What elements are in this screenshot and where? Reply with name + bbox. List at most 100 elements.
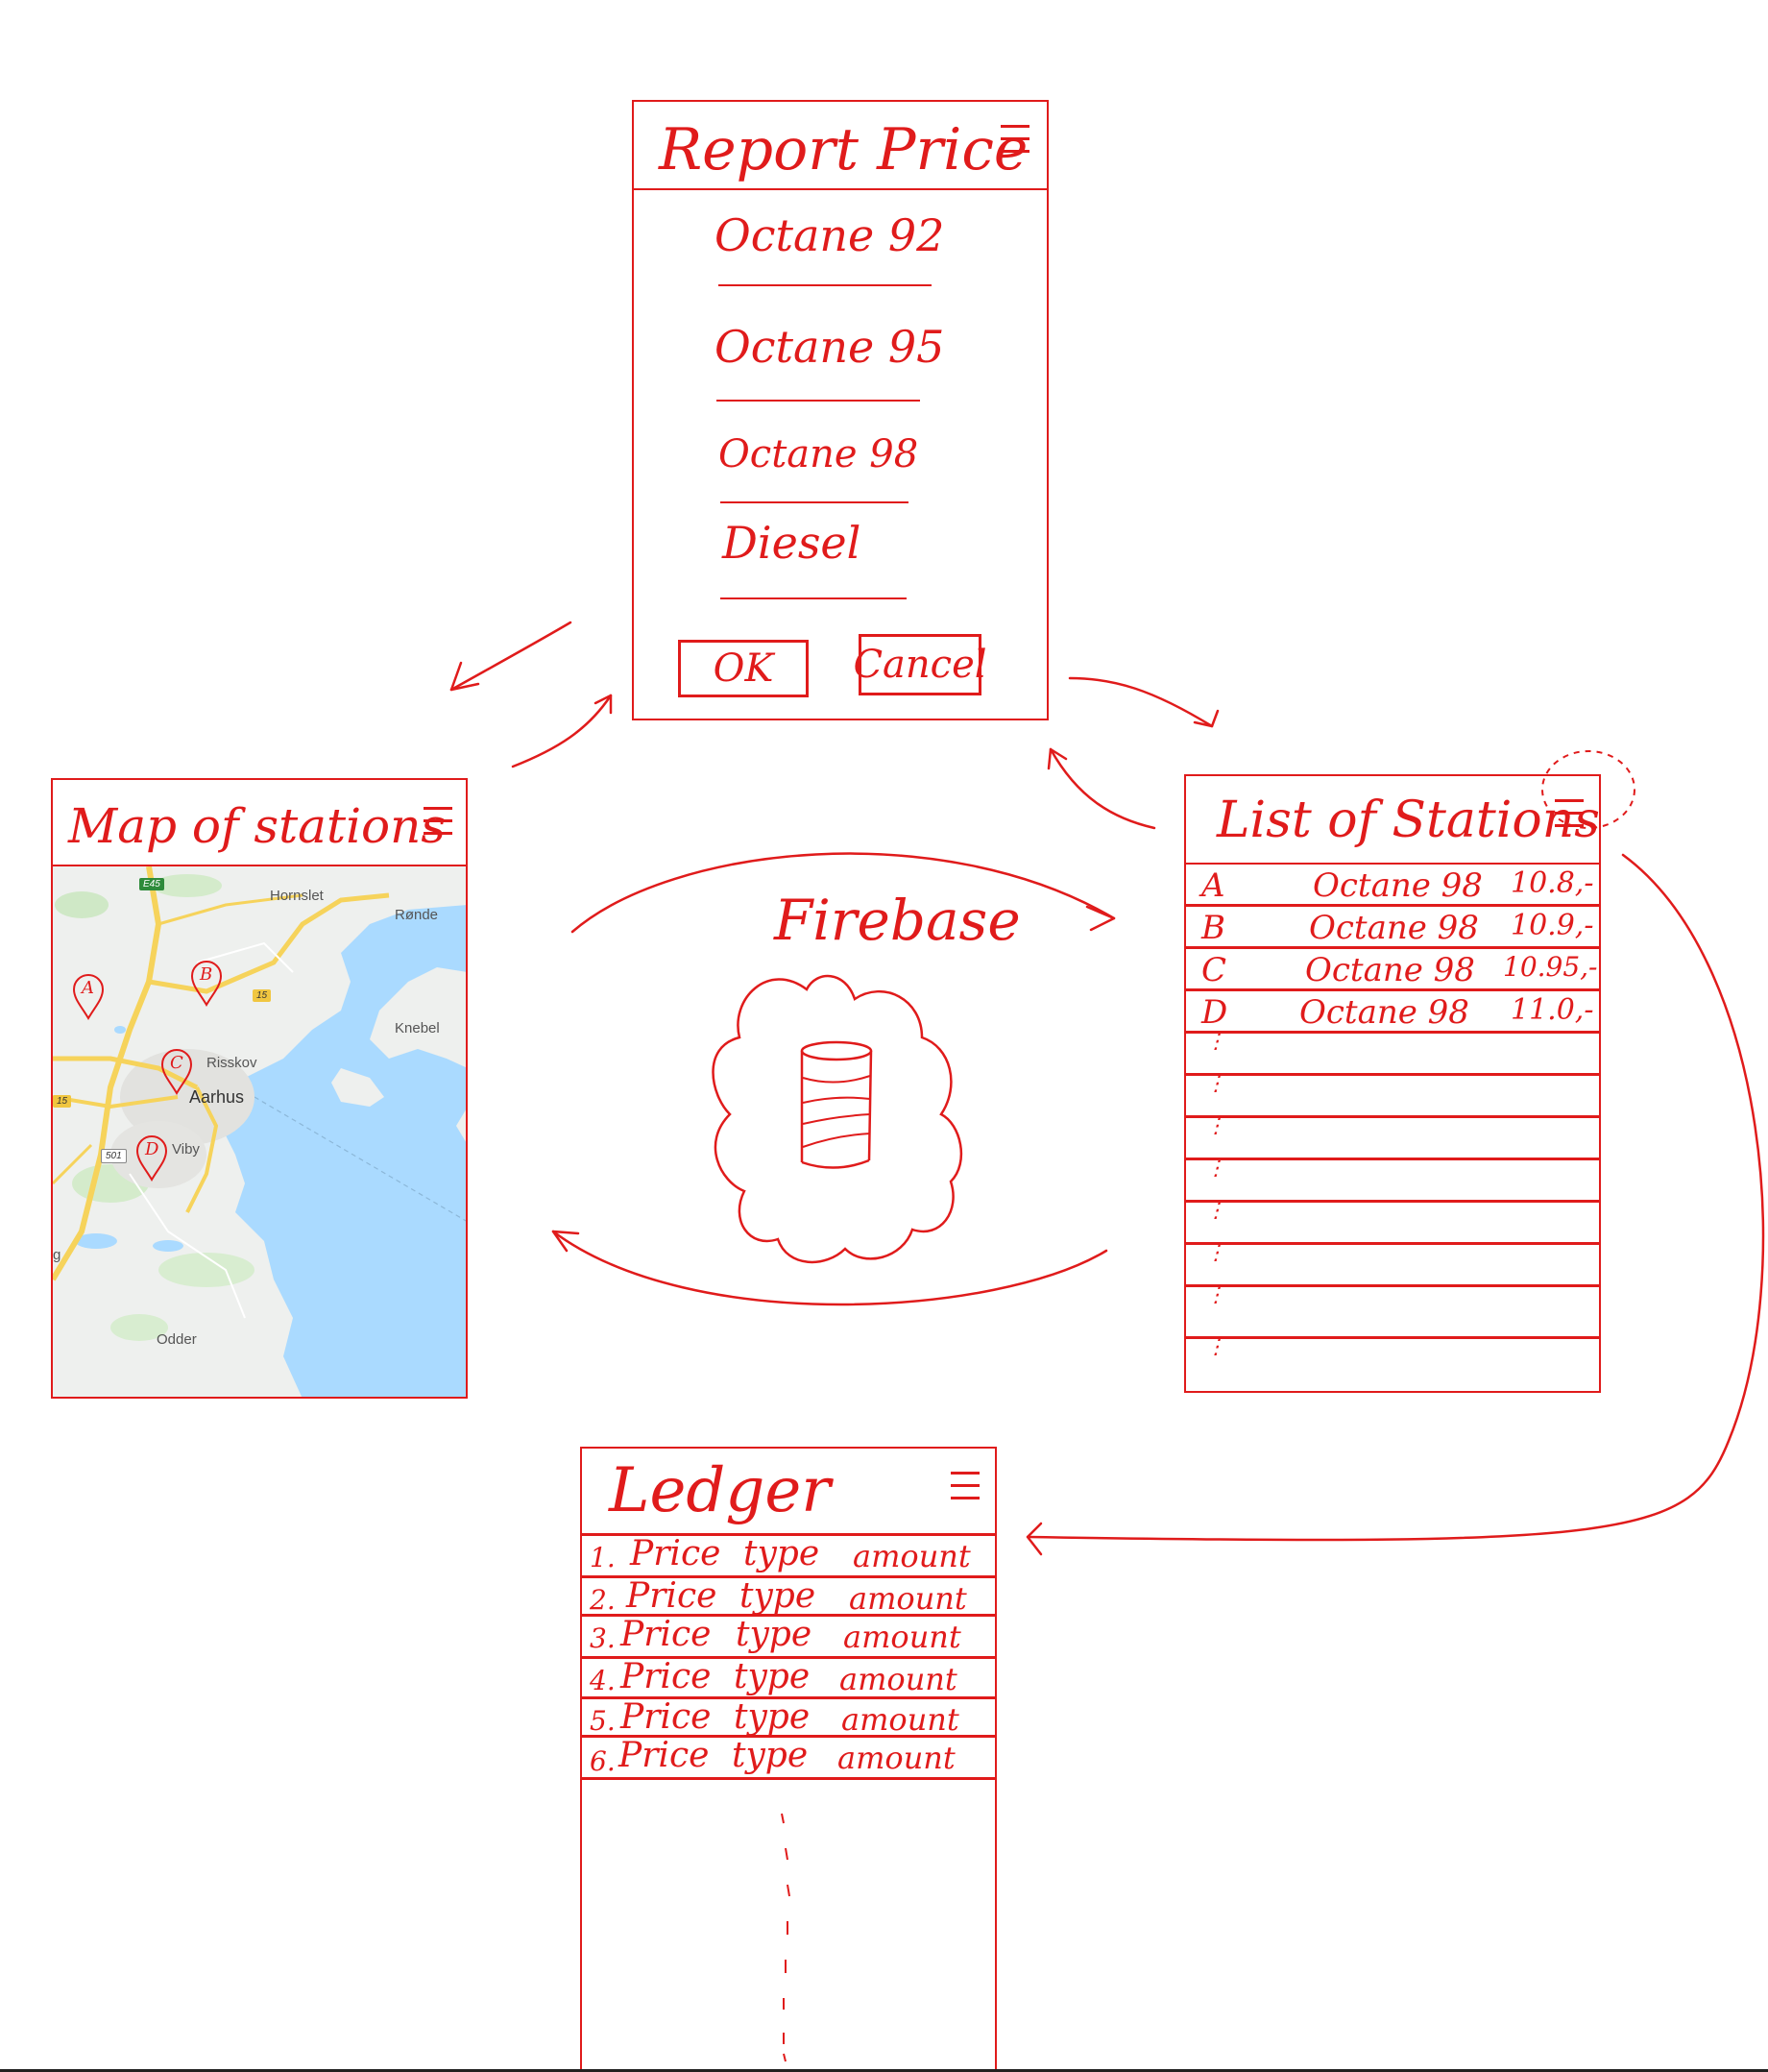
empty-station-row[interactable]: ⋮	[1186, 1157, 1599, 1203]
ledger-row-number: 5.	[590, 1705, 616, 1737]
marker-pin-icon	[160, 1049, 193, 1095]
marker-label: C	[170, 1053, 183, 1073]
menu-icon[interactable]	[1555, 797, 1584, 830]
empty-station-row[interactable]: ⋮	[1186, 1114, 1599, 1160]
station-price: 10.95,-	[1503, 951, 1598, 983]
ledger-row-type: type	[732, 1736, 809, 1775]
place-risskov: Risskov	[206, 1055, 257, 1071]
ledger-row[interactable]: 5. Price type amount	[582, 1697, 995, 1738]
station-id: C	[1201, 951, 1227, 989]
road-badge-e45: E45	[139, 878, 164, 890]
station-price: 11.0,-	[1511, 993, 1594, 1027]
ledger-row[interactable]: 3. Price type amount	[582, 1615, 995, 1659]
header-divider	[53, 865, 466, 866]
ledger-row-price: Price	[620, 1615, 712, 1654]
octane-92-input[interactable]	[718, 284, 932, 286]
ledger-row-amount: amount	[841, 1701, 959, 1738]
empty-station-row[interactable]: ⋮	[1186, 1335, 1599, 1393]
map-marker-d[interactable]: D	[135, 1135, 168, 1182]
map-canvas	[53, 866, 466, 1397]
place-aarhus: Aarhus	[189, 1087, 245, 1107]
ledger-screen: Ledger 1. Price type amount 2. Price typ…	[580, 1447, 997, 2072]
octane-95-label: Octane 95	[714, 321, 945, 373]
ledger-row-amount: amount	[853, 1538, 971, 1574]
empty-station-row[interactable]: ⋮	[1186, 1241, 1599, 1287]
station-price: 10.9,-	[1511, 909, 1594, 942]
page-bottom-border	[0, 2069, 1768, 2072]
octane-98-label: Octane 98	[718, 432, 919, 476]
empty-station-row[interactable]: ⋮	[1186, 1199, 1599, 1245]
ledger-row-number: 3.	[590, 1622, 616, 1654]
station-fuel: Octane 98	[1305, 951, 1475, 989]
ellipsis-icon: ⋮	[1205, 1114, 1226, 1138]
ledger-row-amount: amount	[843, 1619, 961, 1655]
menu-icon[interactable]	[951, 1470, 980, 1502]
map-marker-b[interactable]: B	[190, 961, 223, 1007]
ledger-row-price: Price	[630, 1534, 721, 1573]
ledger-row-amount: amount	[839, 1661, 957, 1697]
station-row[interactable]: D Octane 98 11.0,-	[1186, 991, 1599, 1034]
ledger-row-price: Price	[626, 1576, 717, 1616]
marker-pin-icon	[72, 974, 105, 1020]
ledger-row-type: type	[734, 1657, 811, 1696]
station-row[interactable]: B Octane 98 10.9,-	[1186, 907, 1599, 949]
ledger-row[interactable]: 4. Price type amount	[582, 1657, 995, 1699]
marker-pin-icon	[135, 1135, 168, 1182]
place-g: g	[53, 1247, 61, 1263]
ellipsis-icon: ⋮	[1205, 1199, 1226, 1223]
station-id: B	[1201, 909, 1225, 947]
ellipsis-icon: ⋮	[1205, 1157, 1226, 1181]
place-ronde: Rønde	[395, 907, 439, 923]
ledger-row-type: type	[743, 1534, 820, 1573]
road-badge-15-west: 15	[53, 1095, 72, 1108]
menu-icon[interactable]	[1001, 123, 1029, 156]
ledger-row[interactable]: 6. Price type amount	[582, 1736, 995, 1780]
ellipsis-icon: ⋮	[1205, 1335, 1226, 1359]
place-hornslet: Hornslet	[270, 888, 324, 904]
diesel-input[interactable]	[720, 597, 907, 599]
station-row[interactable]: A Octane 98 10.8,-	[1186, 865, 1599, 907]
station-row[interactable]: C Octane 98 10.95,-	[1186, 949, 1599, 991]
cancel-button[interactable]: Cancel	[853, 634, 987, 695]
station-id: D	[1201, 993, 1228, 1032]
ledger-row[interactable]: 1. Price type amount	[582, 1534, 995, 1578]
marker-label: B	[200, 964, 213, 985]
station-fuel: Octane 98	[1299, 993, 1469, 1032]
map-marker-a[interactable]: A	[72, 974, 105, 1020]
ledger-title: Ledger	[609, 1455, 831, 1526]
ledger-row-amount: amount	[849, 1580, 967, 1617]
arrow-report-to-list	[1068, 676, 1214, 728]
empty-station-row[interactable]: ⋮	[1186, 1074, 1599, 1118]
header-divider	[582, 1533, 995, 1536]
empty-station-row[interactable]: ⋮	[1186, 1032, 1599, 1076]
ledger-row-price: Price	[618, 1736, 710, 1775]
marker-label: D	[145, 1139, 159, 1159]
place-viby: Viby	[172, 1141, 200, 1158]
report-price-screen: Report Price Octane 92 Octane 95 Octane …	[632, 100, 1049, 720]
place-odder: Odder	[157, 1331, 197, 1348]
ellipsis-icon: ⋮	[1205, 1241, 1226, 1265]
road-badge-15: 15	[253, 989, 272, 1002]
station-price: 10.8,-	[1511, 866, 1594, 900]
place-knebel: Knebel	[395, 1020, 440, 1036]
station-id: A	[1201, 866, 1225, 905]
map-view[interactable]: E45 15 15 501 Hornslet Rønde Knebel Riss…	[53, 866, 466, 1397]
ledger-row-type: type	[734, 1697, 811, 1737]
map-marker-c[interactable]: C	[160, 1049, 193, 1095]
marker-label: A	[82, 978, 94, 998]
ledger-row-type: type	[736, 1615, 812, 1654]
ok-button[interactable]: OK	[678, 640, 809, 697]
octane-95-input[interactable]	[716, 400, 920, 402]
map-screen: Map of stations	[51, 778, 468, 1399]
menu-icon[interactable]	[424, 805, 452, 838]
octane-92-label: Octane 92	[714, 209, 945, 261]
empty-station-row[interactable]: ⋮	[1186, 1283, 1599, 1339]
ledger-row-price: Price	[620, 1697, 712, 1737]
diesel-label: Diesel	[722, 517, 861, 569]
ellipsis-icon: ⋮	[1205, 1283, 1226, 1307]
ledger-row[interactable]: 2. Price type amount	[582, 1576, 995, 1617]
octane-98-input[interactable]	[720, 501, 908, 503]
arrow-map-to-report	[511, 694, 613, 768]
ledger-continuation-dots	[781, 1813, 790, 2062]
station-fuel: Octane 98	[1309, 909, 1479, 947]
